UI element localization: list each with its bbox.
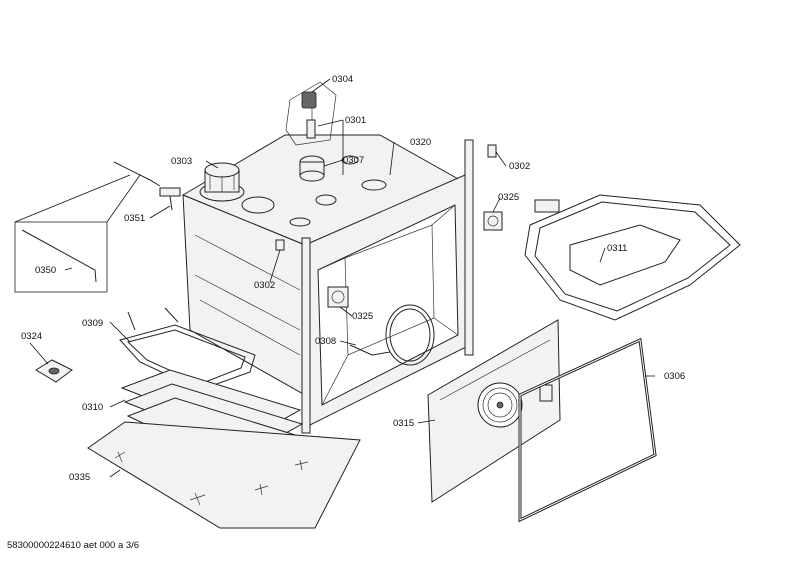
label-0303: 0303: [171, 156, 192, 167]
grill-heater: [524, 194, 741, 321]
door-gasket: [518, 337, 657, 523]
label-0325-front: 0325: [352, 311, 373, 322]
rear-fan-cover: [427, 319, 561, 503]
circular-heater: [349, 304, 435, 366]
label-0304: 0304: [332, 74, 353, 85]
label-0350: 0350: [35, 265, 56, 276]
washer: [35, 359, 73, 383]
label-0324: 0324: [21, 331, 42, 342]
label-0351: 0351: [124, 213, 145, 224]
label-0315: 0315: [393, 418, 414, 429]
leader-lines: [29, 78, 655, 478]
label-0308: 0308: [315, 336, 336, 347]
label-0310: 0310: [82, 402, 103, 413]
label-0309: 0309: [82, 318, 103, 329]
label-0311: 0311: [607, 243, 627, 254]
lamp-holders: [327, 211, 503, 308]
bottom-plate: [87, 421, 361, 529]
fan-motor: [199, 162, 245, 202]
label-0301: 0301: [345, 115, 366, 126]
lamp-assembly: [285, 81, 337, 182]
bottom-heater: [119, 307, 256, 391]
label-0302-side: 0302: [254, 280, 275, 291]
label-0307: 0307: [343, 155, 364, 166]
label-0302-top: 0302: [509, 161, 530, 172]
oven-cavity: [181, 134, 474, 434]
label-0335: 0335: [69, 472, 90, 483]
label-0306: 0306: [664, 371, 685, 382]
temperature-sensor: [14, 161, 181, 293]
document-id-footer: 58300000224610 aet 000 a 3/6: [7, 540, 140, 551]
screw: [275, 144, 497, 251]
label-0325-top: 0325: [498, 192, 519, 203]
label-0320: 0320: [410, 137, 431, 148]
